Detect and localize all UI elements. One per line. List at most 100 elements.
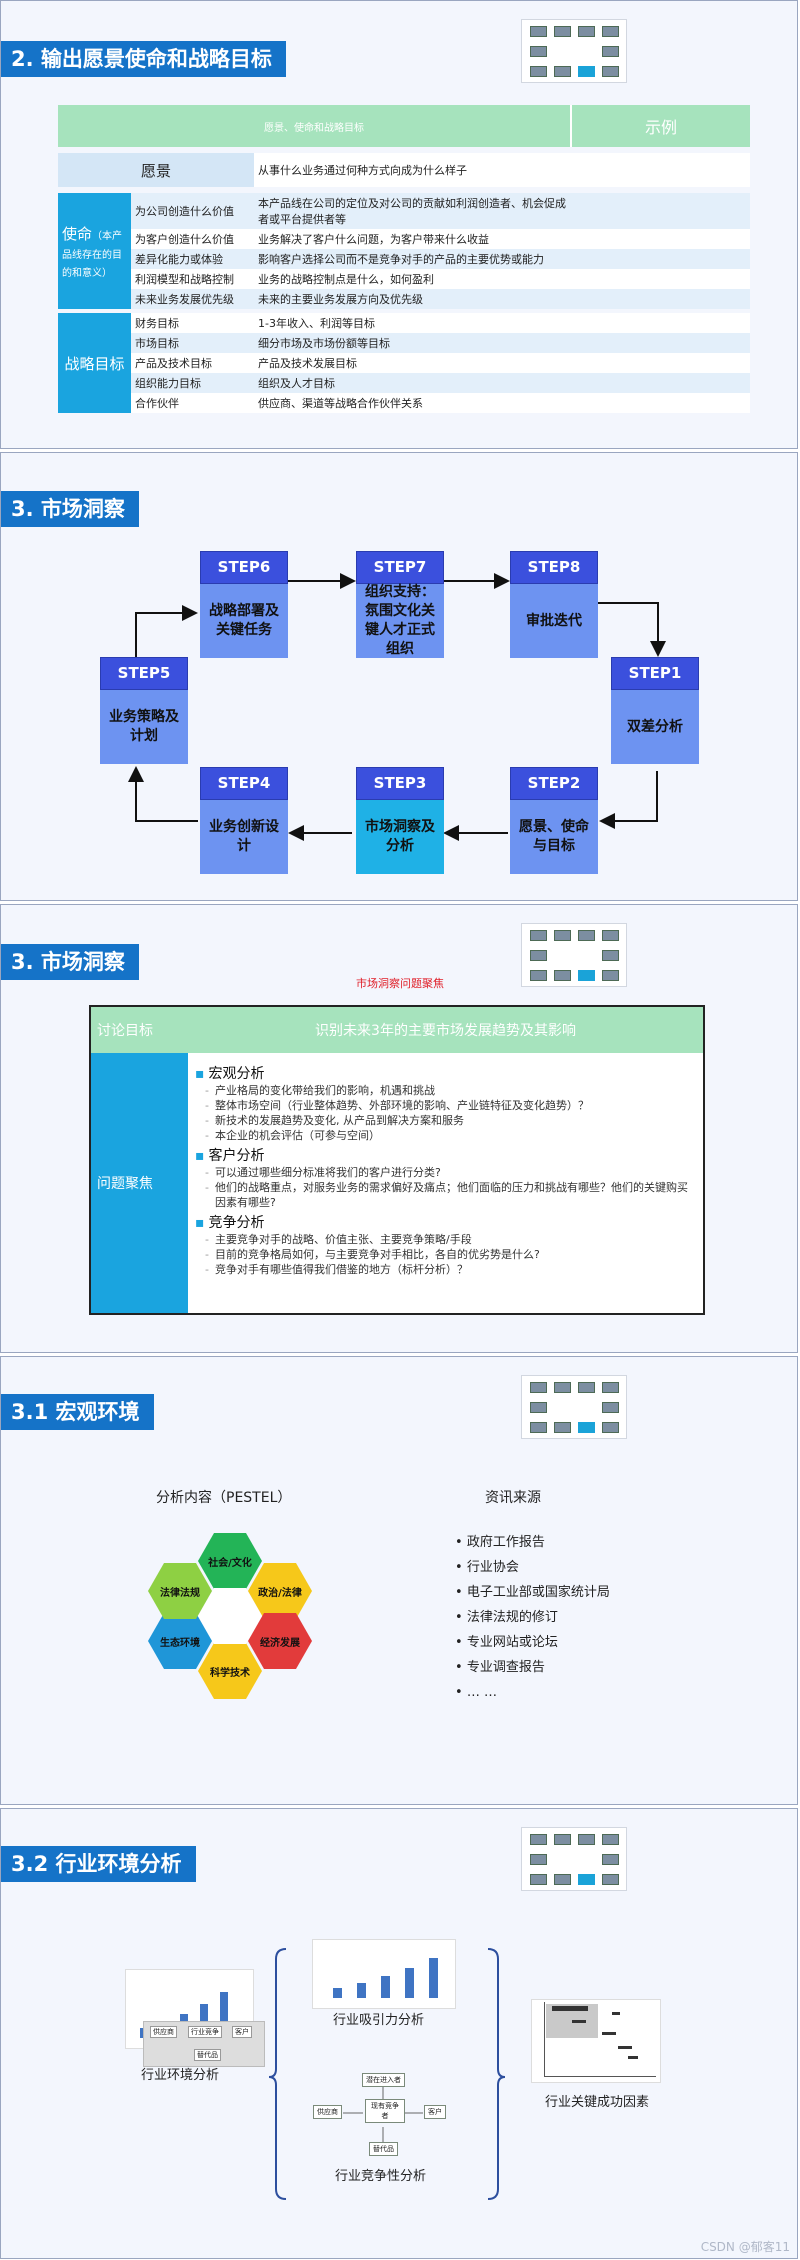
focus-label: 问题聚焦 [91, 1053, 188, 1313]
mission-value: 未来的主要业务发展方向及优先级 [258, 293, 423, 306]
mission-label: 使命（本产品线存在的目的和意义） [58, 193, 131, 309]
section-heading: ▪竞争分析 [195, 1215, 265, 1231]
step-body: 审批迭代 [510, 584, 598, 658]
sources-label: 资讯来源 [485, 1490, 541, 1506]
list-item: … … [455, 1680, 610, 1705]
goal-key: 市场目标 [135, 337, 179, 350]
step-header: STEP4 [200, 767, 288, 800]
industry-competition-label: 行业竞争性分析 [335, 2169, 427, 2184]
mission-row: 差异化能力或体验影响客户选择公司而不是竞争对手的产品的主要优势或能力 [58, 249, 750, 269]
list-item: 可以通过哪些细分标准将我们的客户进行分类? [195, 1165, 695, 1180]
vision-row: 愿景 从事什么业务通过何种方式向成为什么样子 [58, 153, 750, 187]
list-item: 目前的竞争格局如何，与主要竞争对手相比，各自的优劣势是什么? [195, 1247, 695, 1262]
mission-row: 为客户创造什么价值业务解决了客户什么问题，为客户带来什么收益 [58, 229, 750, 249]
step5-card: STEP5 业务策略及计划 [100, 657, 188, 764]
hex-social: 社会/文化 [198, 1533, 262, 1589]
vision-label: 愿景 [58, 153, 254, 187]
step-header: STEP6 [200, 551, 288, 584]
goal-row: 组织能力目标组织及人才目标 [58, 373, 750, 393]
mini-node: 替代品 [194, 2049, 221, 2061]
list-item: 电子工业部或国家统计局 [455, 1580, 610, 1605]
list-item: 政府工作报告 [455, 1530, 610, 1555]
competition-diagram-lines [343, 2085, 423, 2142]
list-item: 法律法规的修订 [455, 1605, 610, 1630]
example-header: 示例 [570, 105, 750, 147]
vision-text: 从事什么业务通过何种方式向成为什么样子 [254, 153, 750, 187]
step-cycle-arrows [128, 573, 666, 841]
mission-value: 业务解决了客户什么问题，为客户带来什么收益 [258, 233, 489, 246]
goal-value: 1-3年收入、利润等目标 [258, 317, 375, 330]
roadmap-thumbnail [521, 19, 627, 83]
step-header: STEP3 [356, 767, 444, 800]
goal-key: 组织能力目标 [135, 377, 201, 390]
list-item: 竞争对手有哪些值得我们借鉴的地方（标杆分析）？ [195, 1262, 695, 1277]
mission-row: 使命（本产品线存在的目的和意义） 为公司创造什么价值 本产品线在公司的定位及对公… [58, 193, 750, 309]
table-header: 愿景、使命和战略目标 [58, 105, 571, 147]
step3-card: STEP3 市场洞察及分析 [356, 767, 444, 874]
step-body: 双差分析 [611, 690, 699, 764]
slide-title: 3. 市场洞察 [1, 491, 139, 527]
step-body: 市场洞察及分析 [356, 800, 444, 874]
step-body: 业务策略及计划 [100, 690, 188, 764]
goal-row: 市场目标 细分市场及市场份额等目标 [58, 333, 750, 353]
table-header-row: 愿景、使命和战略目标 示例 [58, 105, 750, 147]
list-item: 他们的战略重点，对服务业务的需求偏好及痛点；他们面临的压力和挑战有哪些？他们的关… [195, 1180, 695, 1210]
mini-node: 客户 [232, 2026, 252, 2038]
list-item: 专业调查报告 [455, 1655, 610, 1680]
step-header: STEP7 [356, 551, 444, 584]
analysis-label: 分析内容（PESTEL） [156, 1490, 292, 1506]
goal-key: 合作伙伴 [135, 397, 179, 410]
goal-value: 细分市场及市场份额等目标 [258, 337, 390, 350]
step-header: STEP8 [510, 551, 598, 584]
list-item: 本企业的机会评估（可参与空间） [195, 1128, 695, 1143]
goal-key: 产品及技术目标 [135, 357, 212, 370]
mission-row: 未来业务发展优先级 未来的主要业务发展方向及优先级 [58, 289, 750, 309]
mission-value: 影响客户选择公司而不是竞争对手的产品的主要优势或能力 [258, 253, 544, 266]
goal-label: 战略目标 [58, 313, 131, 413]
step-header: STEP2 [510, 767, 598, 800]
step6-card: STEP6 战略部署及关键任务 [200, 551, 288, 658]
step-body: 战略部署及关键任务 [200, 584, 288, 658]
mission-sub: （本产品线存在的目的和意义） [62, 230, 123, 279]
industry-env-label: 行业环境分析 [141, 2068, 220, 2083]
mini-node: 行业竞争 [188, 2026, 222, 2038]
competition-node: 供应商 [313, 2105, 342, 2119]
hex-ecology: 生态环境 [148, 1613, 212, 1669]
step7-card: STEP7 组织支持：氛围文化关键人才正式组织 [356, 551, 444, 658]
goal-label: 讨论目标 [91, 1007, 188, 1053]
slide-title: 3.1 宏观环境 [1, 1394, 154, 1430]
mission-key: 利润模型和战略控制 [135, 273, 234, 286]
competition-node: 现有竞争者 [365, 2099, 405, 2123]
list-item: 整体市场空间（行业整体趋势、外部环境的影响、产业链特征及变化趋势）？ [195, 1098, 695, 1113]
hex-law: 法律法规 [148, 1563, 212, 1619]
goal-key: 财务目标 [135, 317, 179, 330]
slide-industry-analysis: 3.2 行业环境分析 供应商 行业竞争 客户 替代品 行业环境分析 行业吸引力分… [0, 1808, 798, 2259]
list-item: 主要竞争对手的战略、价值主张、主要竞争策略/手段 [195, 1232, 695, 1247]
ksf-matrix-thumbnail [531, 1999, 661, 2083]
ksf-label: 行业关键成功因素 [545, 2095, 650, 2110]
section-heading: ▪客户分析 [195, 1148, 265, 1164]
mission-value: 本产品线在公司的定位及对公司的贡献如利润创造者、机会促成者或平台提供者等 [258, 197, 566, 226]
list-item: 产业格局的变化带给我们的影响，机遇和挑战 [195, 1083, 695, 1098]
mission-key: 未来业务发展优先级 [135, 293, 234, 306]
goal-row: 产品及技术目标 产品及技术发展目标 [58, 353, 750, 373]
step1-card: STEP1 双差分析 [611, 657, 699, 764]
competition-node: 潜在进入者 [362, 2073, 405, 2087]
goal-value: 产品及技术发展目标 [258, 357, 357, 370]
focus-list: ▪宏观分析 产业格局的变化带给我们的影响，机遇和挑战 整体市场空间（行业整体趋势… [195, 1061, 695, 1277]
step-body: 愿景、使命与目标 [510, 800, 598, 874]
mission-key: 为公司创造什么价值 [135, 205, 234, 218]
hex-politics: 政治/法律 [248, 1563, 312, 1619]
goal-row: 合作伙伴供应商、渠道等战略合作伙伴关系 [58, 393, 750, 413]
list-item: 专业网站或论坛 [455, 1630, 610, 1655]
roadmap-thumbnail [521, 923, 627, 987]
slide-macro-environment: 3.1 宏观环境 分析内容（PESTEL） 资讯来源 社会/文化 政治/法律 经… [0, 1356, 798, 1805]
competition-node: 客户 [424, 2105, 446, 2119]
industry-env-mini-diagram: 供应商 行业竞争 客户 替代品 [143, 2021, 265, 2067]
slide-title: 3. 市场洞察 [1, 944, 139, 980]
industry-attractiveness-thumbnail [312, 1939, 456, 2009]
step2-card: STEP2 愿景、使命与目标 [510, 767, 598, 874]
slide-title: 2. 输出愿景使命和战略目标 [1, 41, 286, 77]
mission-row: 利润模型和战略控制业务的战略控制点是什么，如何盈利 [58, 269, 750, 289]
slide-subtitle: 市场洞察问题聚焦 [356, 977, 444, 990]
